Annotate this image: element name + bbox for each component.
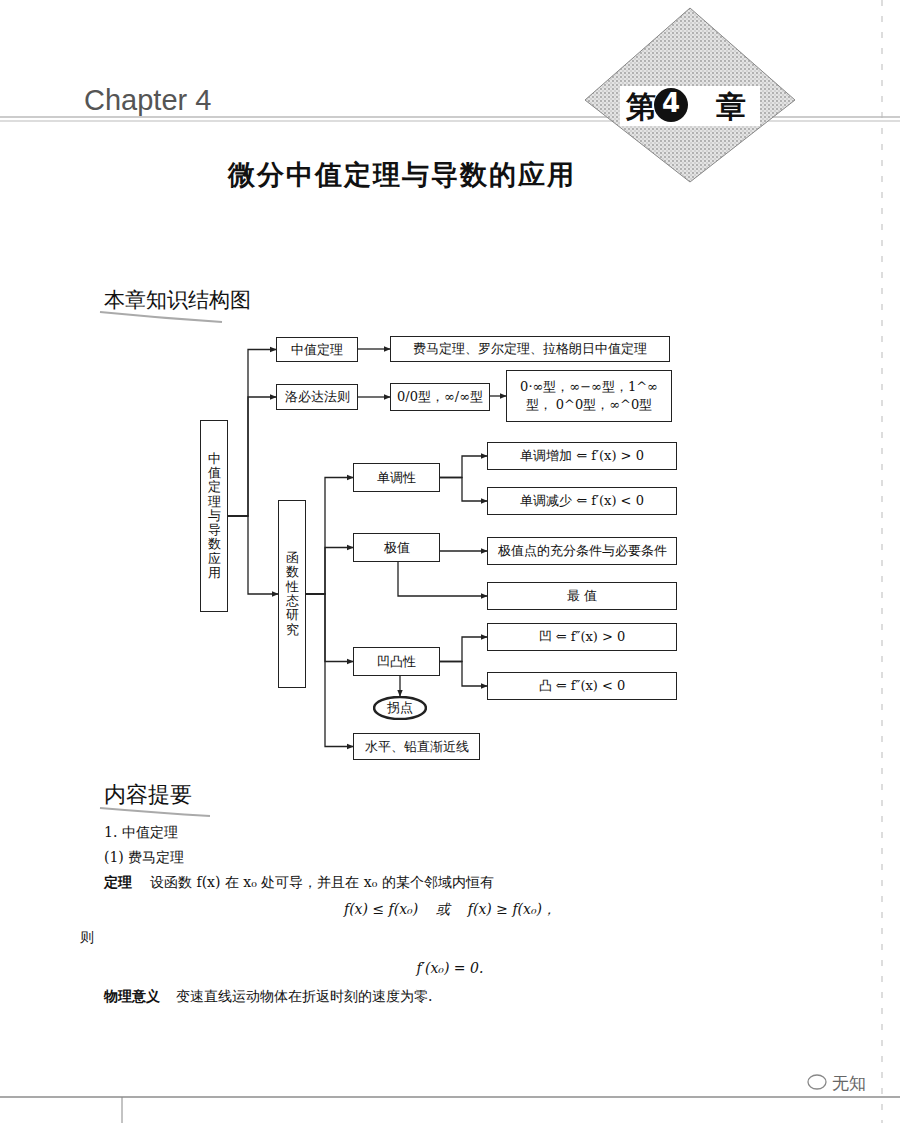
node-text: 单调增加 ⇐ f′(x) > 0 [520,447,644,465]
node-text: 费马定理、罗尔定理、拉格朗日中值定理 [413,340,647,358]
heading-flourish [100,808,210,816]
chapter-char: 章 [716,87,746,128]
footer-rule [0,1096,900,1097]
node-text: 凸 ⇐ f″(x) < 0 [539,677,626,695]
section-heading: 本章知识结构图 [104,286,251,314]
node-text: 最 值 [567,587,597,605]
condition-box: 凸 ⇐ f″(x) < 0 [487,672,677,700]
body-text: 设函数 f(x) 在 x₀ 处可导，并且在 x₀ 的某个邻域内恒有 [150,874,494,892]
connector-arrow [490,395,506,396]
connector-arrow [306,478,353,595]
connector-arrow [440,478,487,502]
condition-box: 单调增加 ⇐ f′(x) > 0 [487,442,677,470]
connector-arrow [440,550,487,551]
node-text: 凹凸性 [377,653,416,671]
body-text: 变速直线运动物体在折返时刻的速度为零. [176,988,432,1006]
node-text: 中值定理 [291,341,343,359]
subheading: 1. 中值定理 [104,824,178,842]
condition-box: 凹 ⇐ f″(x) > 0 [487,623,677,651]
node-text: 0·∞型，∞−∞型，1^∞型， 0^0型，∞^0型 [513,378,665,414]
subheading: (1) 费马定理 [104,849,184,867]
inflection-ellipse: 拐点 [373,696,427,720]
chapter-diamond [585,8,795,182]
node-text: 极值 [384,539,410,557]
connector-arrow [228,516,278,594]
chapter-title: 微分中值定理与导数的应用 [228,157,576,193]
connector-arrow [440,456,487,478]
chapter-char: 第 [626,87,656,128]
chapter-number-disc [654,88,688,122]
content-box: 0·∞型，∞−∞型，1^∞型， 0^0型，∞^0型 [506,370,672,422]
node-text: 凹 ⇐ f″(x) > 0 [539,628,626,646]
topic-box: 洛必达法则 [276,384,358,410]
footer-tick [122,1097,123,1123]
node-text: 中值定理与导数应用 [208,452,221,581]
condition-box: 最 值 [487,582,677,610]
node-text: 水平、铅直渐近线 [365,738,469,756]
connector-arrow [306,594,353,662]
content-box: 费马定理、罗尔定理、拉格朗日中值定理 [390,336,670,362]
branch-box: 函数性态研究 [278,500,306,688]
connector-arrow [228,397,276,516]
topic-box: 水平、铅直渐近线 [353,733,480,760]
section-heading: 内容提要 [104,780,192,810]
chapter-number: 4 [662,88,680,118]
connector-arrow [228,350,276,517]
topic-box: 极值 [353,533,440,562]
formula: f′(x₀) = 0. [417,960,484,976]
watermark-icon [808,1075,826,1089]
topic-box: 凹凸性 [353,647,440,676]
formula: f(x) ≤ f(x₀) 或 f(x) ≥ f(x₀)， [344,901,556,919]
node-text: 函数性态研究 [286,551,299,637]
condition-box: 极值点的充分条件与必要条件 [487,537,677,565]
connector-arrow [399,676,400,696]
node-text: 单调减少 ⇐ f′(x) < 0 [520,492,644,510]
node-text: 拐点 [387,699,413,717]
topic-box: 单调性 [353,463,440,492]
root-box: 中值定理与导数应用 [200,420,228,612]
scan-edge [882,0,883,1123]
condition-box: 单调减少 ⇐ f′(x) < 0 [487,487,677,515]
body-text: 则 [80,929,94,947]
connector-arrow [358,396,390,397]
node-text: 洛必达法则 [285,388,350,406]
topic-box: 中值定理 [276,337,358,362]
connector-arrow [306,548,353,595]
content-box: 0/0型，∞/∞型 [390,383,490,411]
connector-arrow [398,562,487,596]
term-label: 物理意义 [104,988,160,1006]
connector-arrow [358,348,390,349]
node-text: 极值点的充分条件与必要条件 [498,542,667,560]
heading-flourish [100,312,222,322]
watermark: 无知 [832,1072,866,1095]
node-text: 单调性 [377,469,416,487]
connector-arrow [306,594,353,747]
node-text: 0/0型，∞/∞型 [397,388,483,406]
connector-arrow [440,637,487,662]
chapter-label: Chapter 4 [84,84,211,117]
term-label: 定理 [104,874,132,892]
connector-arrow [440,662,487,687]
